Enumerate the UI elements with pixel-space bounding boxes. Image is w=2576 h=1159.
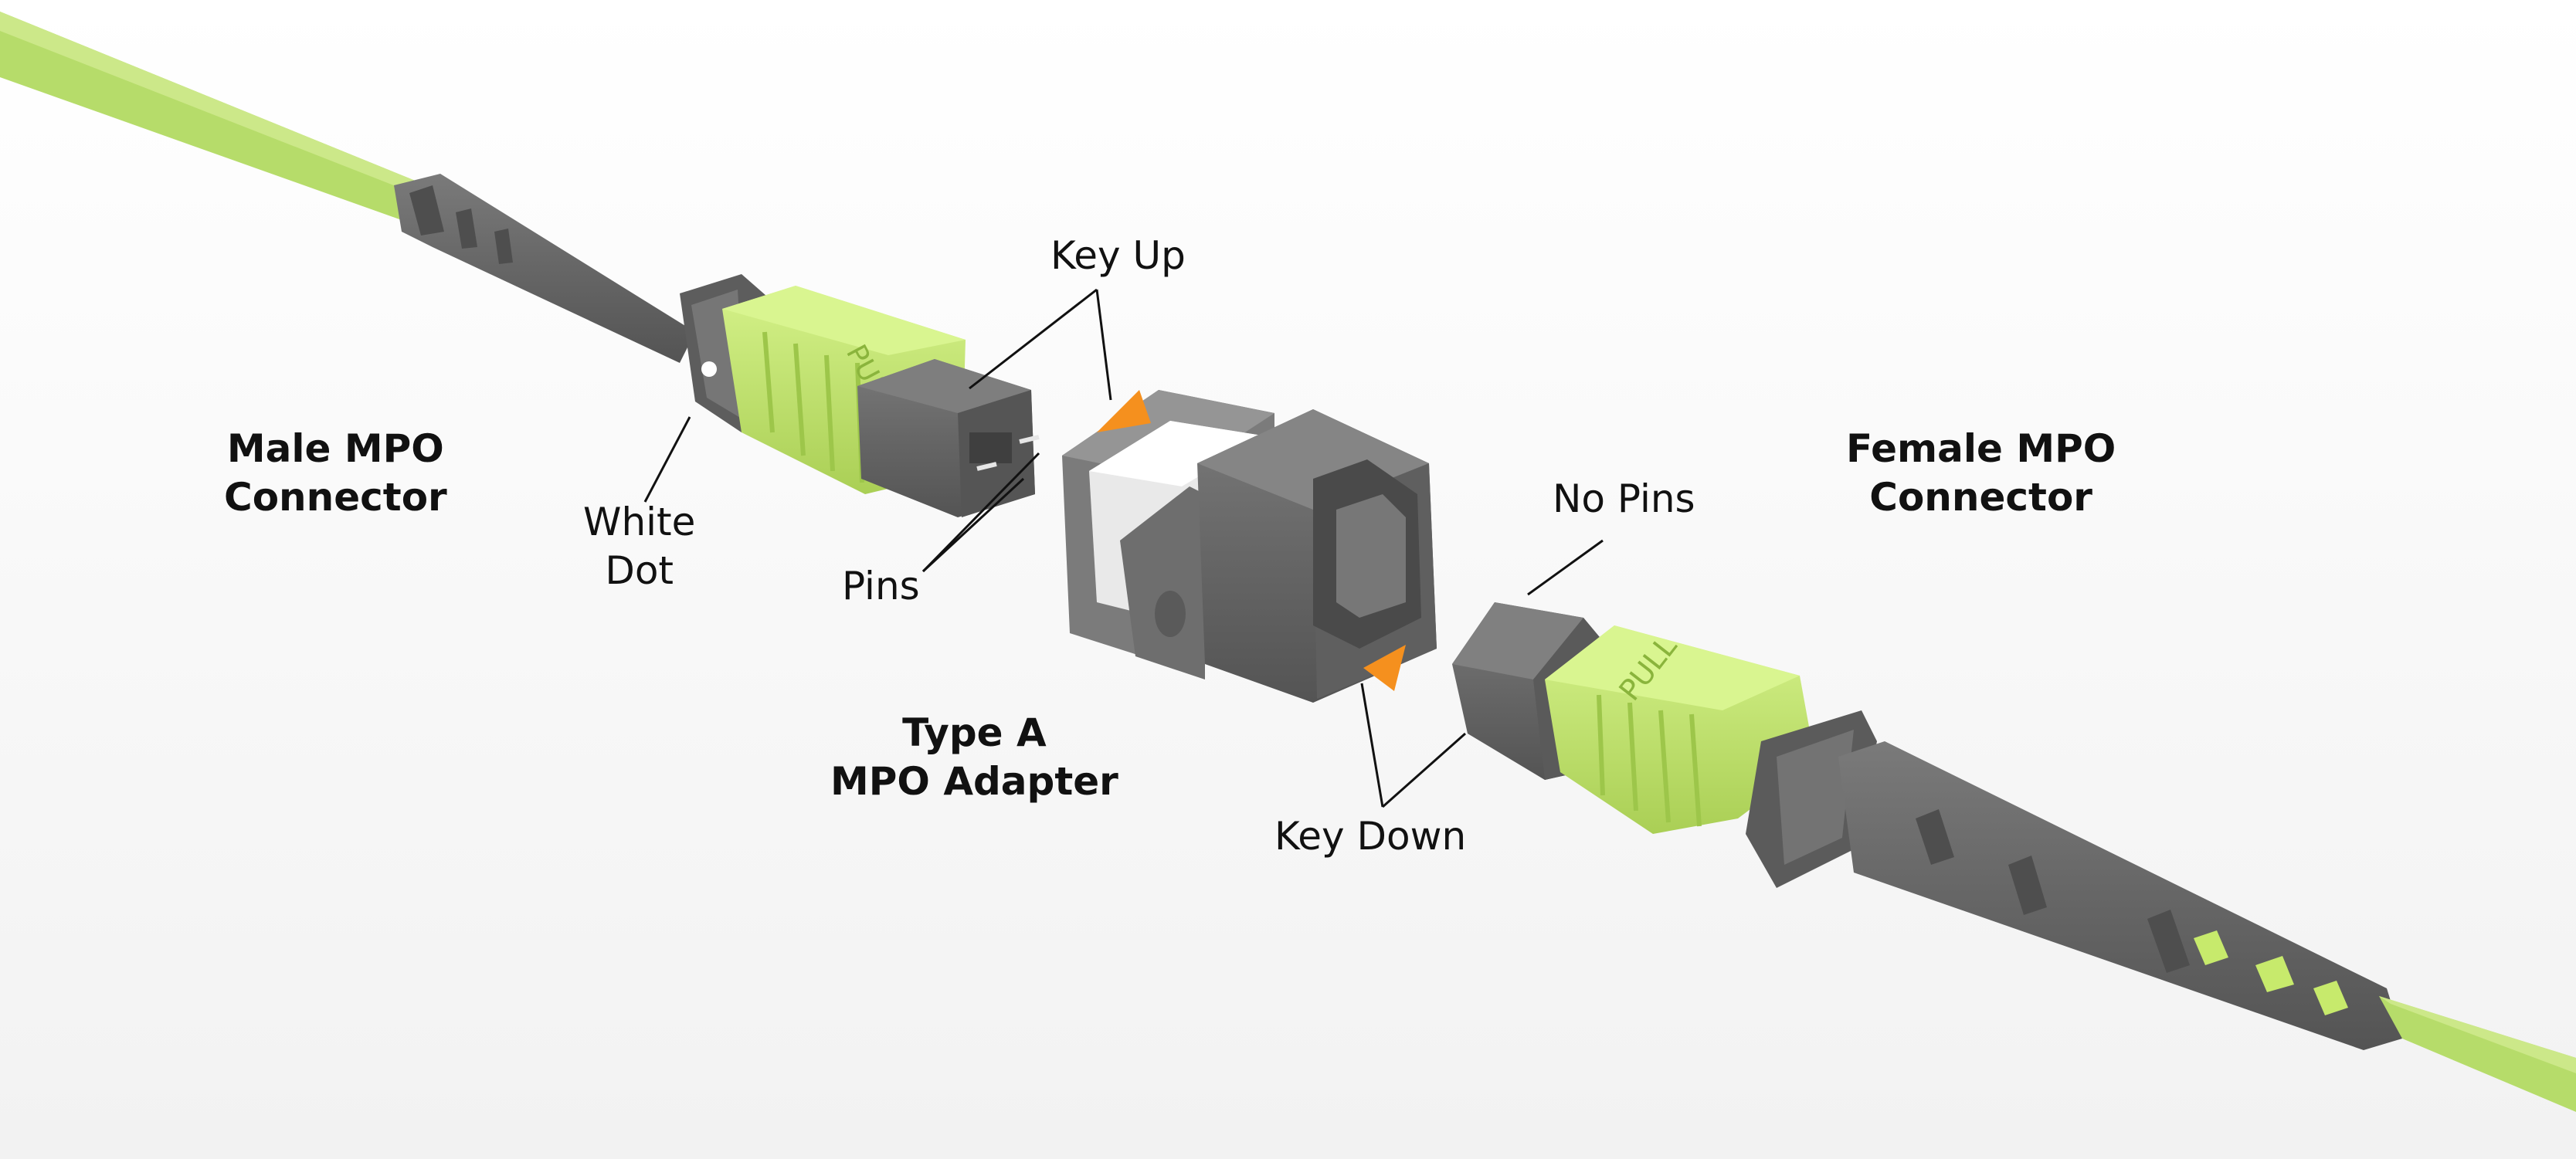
male-mpo-connector-label: Male MPO Connector [224,425,447,521]
key-down-leader-right [1382,732,1466,808]
white-dot-line2: Dot [605,547,674,593]
male-label-line2: Connector [224,474,447,520]
type-a-adapter-label: Type A MPO Adapter [830,709,1118,805]
left-cable [0,12,417,220]
no-pins-leader [1527,539,1604,596]
pin-upper [1019,435,1040,444]
adapter-label-line2: MPO Adapter [830,758,1118,804]
no-pins-label: No Pins [1553,476,1695,521]
pin-lower [976,462,997,471]
white-dot-line1: White [583,500,696,544]
leader-lines [643,288,1604,808]
pins-label: Pins [842,564,920,608]
key-up-leader-left [969,288,1098,390]
key-down-marker [1363,645,1406,691]
female-label-line2: Connector [1869,474,2092,520]
key-down-label: Key Down [1274,814,1467,859]
female-label-line1: Female MPO [1846,426,2116,471]
female-mpo-connector-label: Female MPO Connector [1846,425,2116,521]
white-dot-leader [643,416,691,503]
type-a-mpo-adapter [1062,390,1437,703]
key-up-marker [1097,390,1151,432]
adapter-label-line1: Type A [902,710,1047,755]
white-dot-label: White Dot [583,498,695,595]
right-cable [2379,996,2576,1112]
male-mpo-connector: PULL [394,174,1040,517]
male-label-line1: Male MPO [226,426,444,471]
pins-leader-upper [921,452,1040,573]
pins-leader-lower [921,477,1025,573]
key-up-label: Key Up [1050,233,1186,278]
white-dot-marker [701,361,717,377]
female-mpo-connector: PULL [1452,602,2402,1050]
key-down-leader-left [1360,683,1384,808]
key-up-leader-right [1095,289,1112,401]
